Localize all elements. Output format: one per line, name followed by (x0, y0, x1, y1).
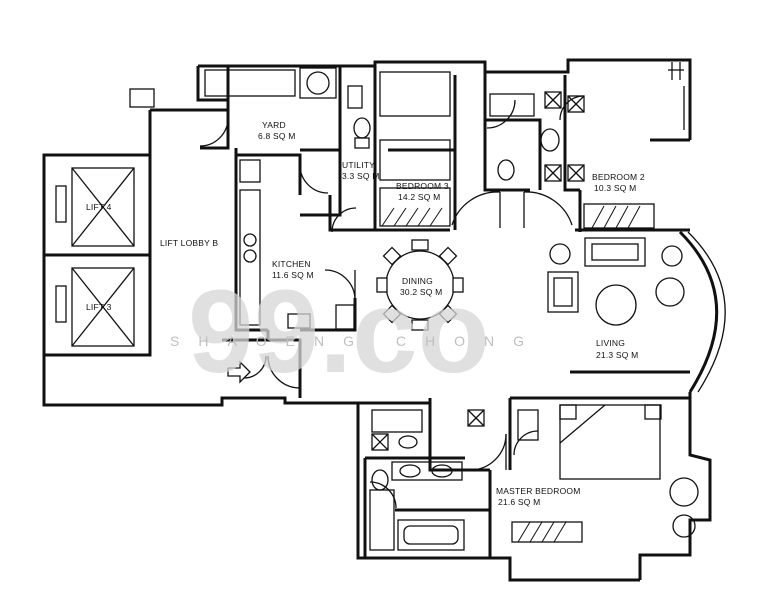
label-kitchen: KITCHEN (272, 259, 311, 269)
dining-table (376, 239, 464, 331)
label-utility: UTILITY (342, 160, 375, 170)
fixtures (204, 62, 685, 330)
label-master-bedroom-area: 21.6 SQ M (498, 497, 540, 507)
label-yard: YARD (262, 120, 286, 130)
label-kitchen-area: 11.6 SQ M (272, 270, 314, 280)
label-bedroom-3-area: 14.2 SQ M (398, 192, 440, 202)
label-master-bedroom: MASTER BEDROOM (496, 486, 581, 496)
watermark-logo: 99.co (188, 266, 490, 398)
label-lift-lobby: LIFT LOBBY B (160, 238, 218, 248)
label-lift-4: LIFT 4 (86, 202, 112, 212)
room-labels: LIFT 4 LIFT 3 LIFT LOBBY B YARD 6.8 SQ M… (86, 120, 645, 507)
label-dining: DINING (402, 276, 433, 286)
lift-cars (55, 167, 135, 347)
label-bedroom-3: BEDROOM 3 (396, 181, 449, 191)
watermark-agent: SHAOENG CHONG (170, 333, 543, 349)
interior-walls (200, 62, 690, 558)
label-yard-area: 6.8 SQ M (258, 131, 296, 141)
watermark: 99.co SHAOENG CHONG (170, 266, 543, 398)
label-lift-3: LIFT 3 (86, 302, 112, 312)
label-dining-area: 30.2 SQ M (400, 287, 442, 297)
label-living: LIVING (596, 338, 625, 348)
living-furniture (547, 237, 685, 326)
label-bedroom-2-area: 10.3 SQ M (594, 183, 636, 193)
label-bedroom-2: BEDROOM 2 (592, 172, 645, 182)
label-utility-area: 3.3 SQ M (342, 171, 380, 181)
label-living-area: 21.3 SQ M (596, 350, 638, 360)
master-furniture (369, 404, 699, 551)
